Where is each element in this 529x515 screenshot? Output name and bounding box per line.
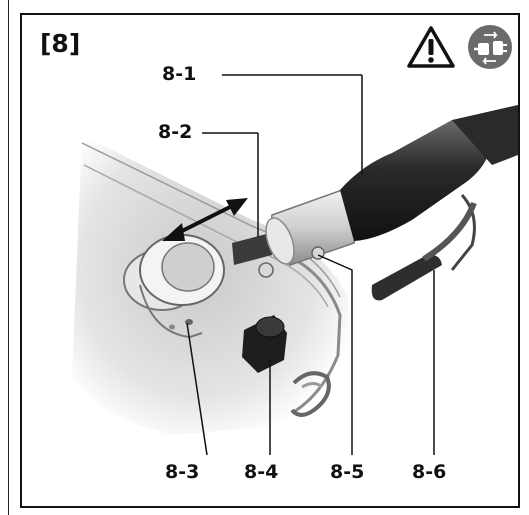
warning-triangle-icon — [407, 26, 455, 68]
figure-label: [8] — [40, 29, 81, 58]
page-edge-line — [0, 0, 9, 515]
callout-8-2: 8-2 — [158, 121, 193, 143]
figure-frame: [8] 8-1 8-2 8-3 8-4 8-5 8-6 — [20, 13, 520, 508]
callout-8-6: 8-6 — [412, 461, 447, 483]
assembly-illustration — [72, 74, 518, 456]
callout-8-3: 8-3 — [165, 461, 200, 483]
callout-8-5: 8-5 — [330, 461, 365, 483]
callout-8-1: 8-1 — [162, 63, 197, 85]
unplug-power-icon — [468, 25, 512, 69]
callout-8-4: 8-4 — [244, 461, 279, 483]
